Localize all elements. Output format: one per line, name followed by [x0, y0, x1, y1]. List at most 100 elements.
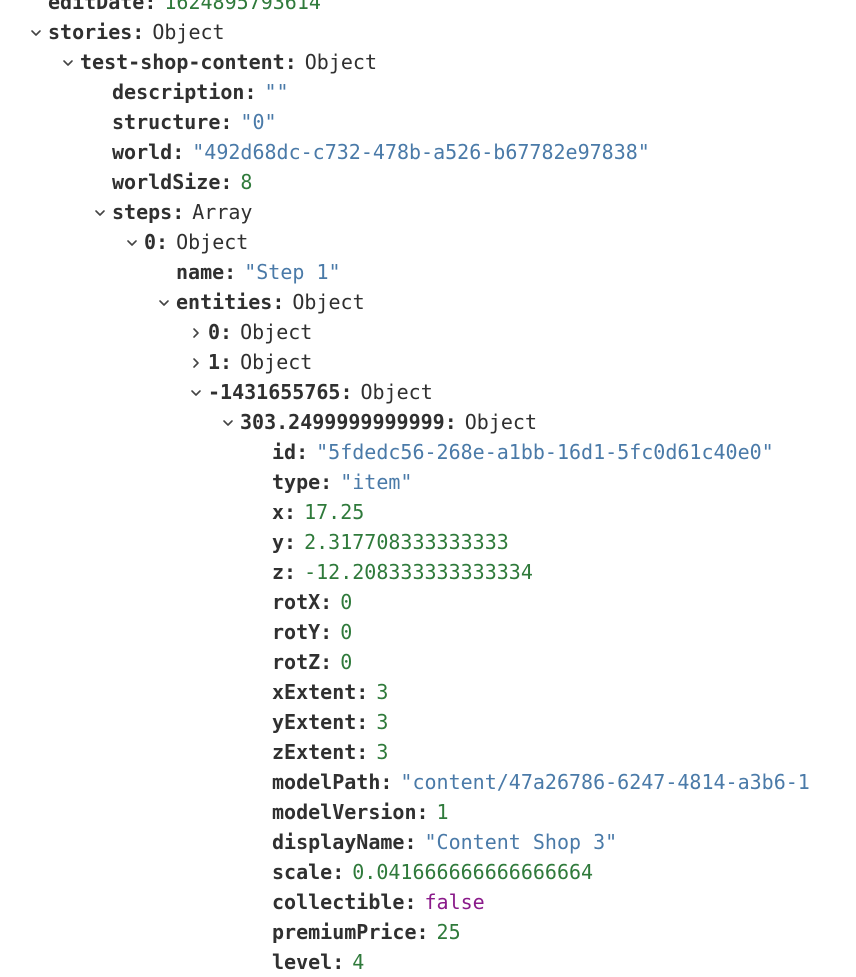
- property-value: 0: [340, 650, 353, 674]
- key-separator: :: [320, 650, 333, 674]
- property-key: id: [272, 440, 297, 464]
- key-separator: :: [132, 20, 145, 44]
- chevron-down-icon[interactable]: [156, 287, 172, 317]
- property-key: collectible: [272, 890, 405, 914]
- key-separator: :: [284, 560, 297, 584]
- key-separator: :: [296, 440, 309, 464]
- tree-entry: entities:Object: [176, 287, 365, 317]
- tree-entry: y:2.317708333333333: [272, 527, 509, 557]
- chevron-down-icon[interactable]: [60, 47, 76, 77]
- chevron-right-icon[interactable]: [188, 317, 204, 347]
- tree-row: premiumPrice:25: [0, 917, 856, 947]
- tree-entry: id:"5fdedc56-268e-a1bb-16d1-5fc0d61c40e0…: [272, 437, 774, 467]
- tree-entry: worldSize:8: [112, 167, 252, 197]
- tree-row: type:"item": [0, 467, 856, 497]
- property-key: x: [272, 500, 285, 524]
- key-separator: :: [320, 590, 333, 614]
- property-value: 2.317708333333333: [304, 530, 509, 554]
- chevron-right-icon[interactable]: [188, 347, 204, 377]
- tree-entry: 303.2499999999999:Object: [240, 407, 537, 437]
- key-separator: :: [220, 350, 233, 374]
- tree-row: rotZ:0: [0, 647, 856, 677]
- property-key: zExtent: [272, 740, 357, 764]
- tree-entry: rotY:0: [272, 617, 352, 647]
- tree-row[interactable]: test-shop-content:Object: [0, 47, 856, 77]
- tree-entry: rotX:0: [272, 587, 352, 617]
- key-separator: :: [416, 920, 429, 944]
- chevron-down-icon[interactable]: [28, 17, 44, 47]
- tree-entry: premiumPrice:25: [272, 917, 461, 947]
- property-key: rotX: [272, 590, 321, 614]
- property-key: world: [112, 140, 173, 164]
- property-key: 0: [144, 230, 157, 254]
- tree-row: zExtent:3: [0, 737, 856, 767]
- property-value: 25: [436, 920, 461, 944]
- tree-row: yExtent:3: [0, 707, 856, 737]
- key-separator: :: [284, 50, 297, 74]
- property-key: worldSize: [112, 170, 221, 194]
- tree-row: modelVersion:1: [0, 797, 856, 827]
- property-value: Object: [240, 350, 313, 374]
- property-key: z: [272, 560, 285, 584]
- tree-entry: collectible:false: [272, 887, 485, 917]
- property-key: description: [112, 80, 245, 104]
- property-key: y: [272, 530, 285, 554]
- tree-row: displayName:"Content Shop 3": [0, 827, 856, 857]
- tree-row[interactable]: 303.2499999999999:Object: [0, 407, 856, 437]
- property-value: 3: [376, 680, 389, 704]
- property-value: Object: [360, 380, 433, 404]
- tree-row[interactable]: 0: Object: [0, 227, 856, 257]
- property-value: Object: [176, 230, 249, 254]
- chevron-down-icon[interactable]: [188, 377, 204, 407]
- property-value: 3: [376, 710, 389, 734]
- key-separator: :: [404, 830, 417, 854]
- tree-row[interactable]: -1431655765:Object: [0, 377, 856, 407]
- property-key: 0: [208, 320, 221, 344]
- property-key: modelPath: [272, 770, 381, 794]
- key-separator: :: [272, 290, 285, 314]
- property-key: yExtent: [272, 710, 357, 734]
- property-value: "Step 1": [244, 260, 341, 284]
- tree-row[interactable]: entities:Object: [0, 287, 856, 317]
- key-separator: :: [220, 320, 233, 344]
- tree-row: worldSize:8: [0, 167, 856, 197]
- tree-entry: -1431655765:Object: [208, 377, 433, 407]
- property-value: Object: [304, 50, 377, 74]
- tree-row: world:"492d68dc-c732-478b-a526-b67782e97…: [0, 137, 856, 167]
- chevron-down-icon[interactable]: [124, 227, 140, 257]
- property-value: 8: [240, 170, 253, 194]
- key-separator: :: [172, 140, 185, 164]
- property-key: modelVersion: [272, 800, 417, 824]
- tree-entry: displayName:"Content Shop 3": [272, 827, 617, 857]
- tree-row[interactable]: 0: Object: [0, 317, 856, 347]
- property-value: "Content Shop 3": [424, 830, 618, 854]
- tree-entry: structure:"0": [112, 107, 277, 137]
- property-value: 4: [352, 950, 365, 974]
- tree-row[interactable]: stories: Object: [0, 17, 856, 47]
- tree-row[interactable]: steps:Array: [0, 197, 856, 227]
- tree-row[interactable]: 1:Object: [0, 347, 856, 377]
- property-key: stories: [48, 20, 133, 44]
- property-value: 17.25: [304, 500, 365, 524]
- property-value: 3: [376, 740, 389, 764]
- tree-entry: name:"Step 1": [176, 257, 341, 287]
- tree-entry: modelPath:"content/47a26786-6247-4814-a3…: [272, 767, 810, 797]
- tree-entry: xExtent:3: [272, 677, 388, 707]
- tree-entry: z: -12.208333333333334: [272, 557, 533, 587]
- key-separator: :: [332, 860, 345, 884]
- chevron-down-icon[interactable]: [220, 407, 236, 437]
- property-value: -12.208333333333334: [304, 560, 533, 584]
- property-value: 0: [340, 620, 353, 644]
- key-separator: :: [244, 80, 257, 104]
- tree-entry: stories: Object: [48, 17, 225, 47]
- tree-row: scale:0.041666666666666664: [0, 857, 856, 887]
- tree-entry: description:"": [112, 77, 289, 107]
- key-separator: :: [156, 230, 169, 254]
- chevron-down-icon[interactable]: [92, 197, 108, 227]
- tree-entry: world:"492d68dc-c732-478b-a526-b67782e97…: [112, 137, 650, 167]
- property-value: Object: [152, 20, 225, 44]
- key-separator: :: [380, 770, 393, 794]
- property-key: rotZ: [272, 650, 321, 674]
- property-value: Object: [240, 320, 313, 344]
- property-key: -1431655765: [208, 380, 341, 404]
